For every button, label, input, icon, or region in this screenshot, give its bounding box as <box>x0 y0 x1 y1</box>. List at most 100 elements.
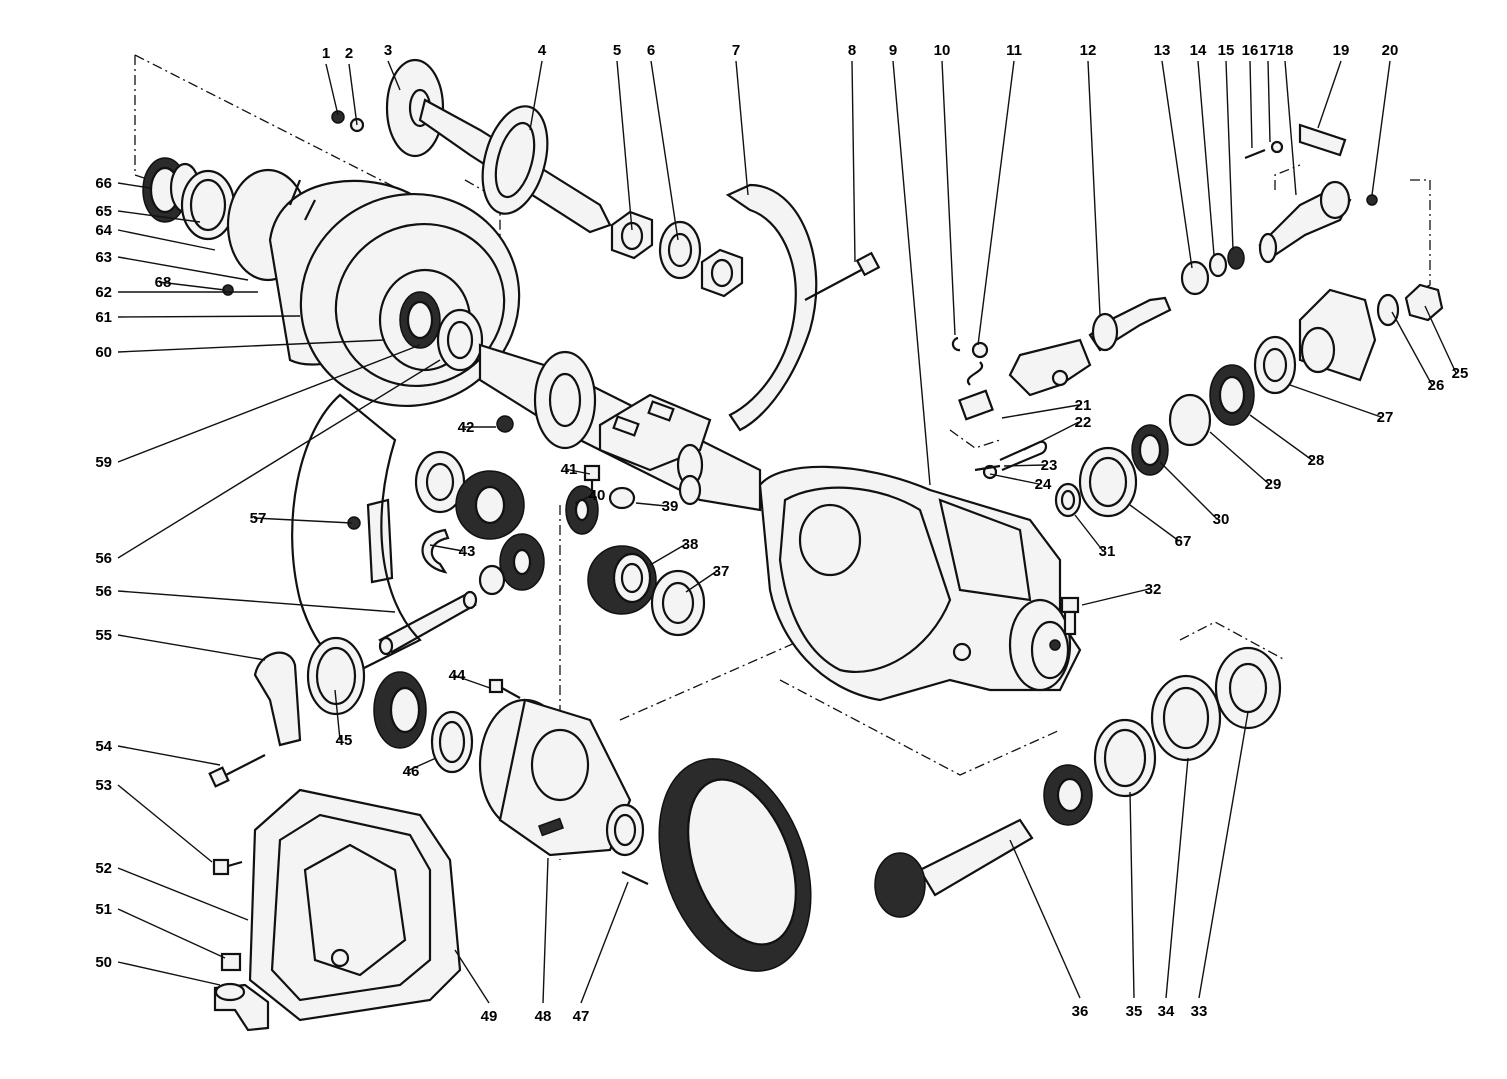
leader-line <box>117 908 226 959</box>
callout-number: 7 <box>732 42 740 59</box>
lock-pin <box>621 871 649 885</box>
callout-23: 23 <box>1003 457 1058 474</box>
leader-line <box>117 339 386 353</box>
leader-line <box>1161 60 1193 269</box>
jam-nut <box>700 248 744 298</box>
leader-line <box>117 229 216 251</box>
callout-number: 13 <box>1154 42 1171 59</box>
callout-57: 57 <box>250 510 353 527</box>
callout-32: 32 <box>1081 581 1162 606</box>
leader-line <box>635 502 667 507</box>
callout-67: 67 <box>1129 504 1191 550</box>
yoke-bolt <box>1244 140 1284 160</box>
callout-17: 17 <box>1260 42 1277 143</box>
callout-number: 17 <box>1260 42 1277 59</box>
leader-line <box>1165 757 1189 999</box>
leader-line <box>1081 588 1150 606</box>
callout-number: 61 <box>95 309 112 326</box>
alignment-line-hub <box>134 55 151 181</box>
leader-line <box>580 881 629 1004</box>
alignment-line-breather <box>949 429 1001 449</box>
callout-number: 12 <box>1080 42 1097 59</box>
leader-line <box>117 784 213 863</box>
leader-line <box>117 359 441 559</box>
leader-line <box>649 543 687 566</box>
leader-line <box>117 315 301 318</box>
alignment-line-nut <box>1410 179 1431 291</box>
leader-line <box>387 60 401 91</box>
callout-number: 54 <box>95 738 112 755</box>
callout-65: 65 <box>95 203 201 223</box>
hub-nut <box>610 210 654 260</box>
side-thrust-washer <box>650 569 706 637</box>
elbow-fitting <box>213 982 270 1032</box>
callout-number: 44 <box>449 667 466 684</box>
callout-number: 32 <box>1145 581 1162 598</box>
callout-4: 4 <box>529 42 547 131</box>
callout-number: 11 <box>1006 42 1022 59</box>
axle-tube <box>478 343 762 512</box>
callout-43: 43 <box>429 543 475 560</box>
callout-number: 18 <box>1277 42 1294 59</box>
callout-number: 64 <box>95 222 112 239</box>
ring-gear <box>658 758 812 972</box>
callout-number: 66 <box>95 175 112 192</box>
callout-number: 62 <box>95 284 112 301</box>
leader-line <box>941 60 956 336</box>
callout-34: 34 <box>1158 757 1189 1020</box>
callout-number: 2 <box>345 45 353 62</box>
callout-56: 56 <box>95 583 396 613</box>
callout-15: 15 <box>1218 42 1234 251</box>
leader-line <box>117 867 249 921</box>
leader-line <box>1249 414 1313 461</box>
leader-line <box>158 281 226 291</box>
callout-number: 10 <box>934 42 951 59</box>
callout-53: 53 <box>95 777 213 863</box>
callout-number: 56 <box>95 583 112 600</box>
leader-line <box>851 60 856 263</box>
callout-2: 2 <box>345 45 358 126</box>
callout-number: 65 <box>95 203 112 220</box>
callout-45: 45 <box>334 689 352 749</box>
retainer-bracket <box>347 498 394 584</box>
callout-39: 39 <box>635 498 678 515</box>
carrier-bearing-cone <box>373 671 427 749</box>
outer-pinion-bearing <box>1131 424 1169 476</box>
callout-49: 49 <box>454 949 497 1025</box>
leader-line <box>117 210 201 223</box>
callout-16: 16 <box>1242 42 1258 149</box>
callout-number: 23 <box>1041 457 1058 474</box>
leader-line <box>1249 60 1253 149</box>
leader-line <box>117 182 151 189</box>
callout-number: 3 <box>384 42 392 59</box>
leader-line <box>1087 60 1101 316</box>
callout-20: 20 <box>1371 42 1398 196</box>
leader-line <box>616 60 633 231</box>
leader-line <box>977 60 1015 346</box>
callout-10: 10 <box>934 42 956 336</box>
callout-46: 46 <box>403 757 437 780</box>
bearing-cap <box>208 651 302 788</box>
leader-line <box>650 60 679 241</box>
callout-13: 13 <box>1154 42 1193 269</box>
hub-bearing-cup <box>180 169 236 241</box>
differential-housing <box>758 465 1082 702</box>
leader-line <box>117 344 421 463</box>
callout-7: 7 <box>732 42 749 196</box>
callout-40: 40 <box>574 487 606 504</box>
callout-number: 51 <box>95 901 112 918</box>
leader-line <box>989 473 1040 485</box>
leader-line <box>452 674 491 689</box>
callout-number: 56 <box>95 550 112 567</box>
pinion-nut <box>1404 283 1444 322</box>
callout-number: 40 <box>589 487 606 504</box>
leader-line <box>117 634 266 661</box>
callout-18: 18 <box>1277 42 1297 196</box>
callout-33: 33 <box>1191 711 1249 1020</box>
callout-number: 33 <box>1191 1003 1208 1020</box>
leader-line <box>1424 305 1457 374</box>
callout-number: 37 <box>713 563 730 580</box>
thrust-washer <box>1208 252 1228 278</box>
callout-number: 55 <box>95 627 112 644</box>
